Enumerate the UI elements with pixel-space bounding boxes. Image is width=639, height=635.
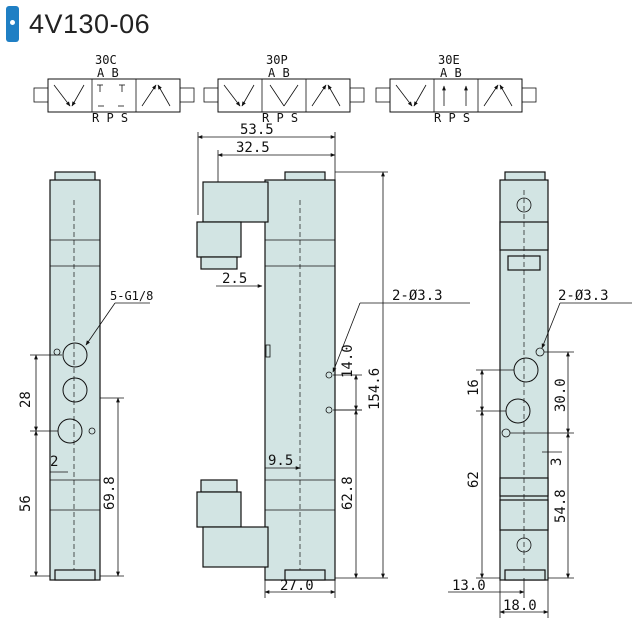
left-dim-69-8: 69.8 [102, 476, 118, 510]
left-dim-28: 28 [18, 391, 34, 408]
right-dim-3: 3 [549, 458, 565, 466]
mid-dim-2-5: 2.5 [222, 271, 247, 287]
right-hole-label: 2-Ø3.3 [558, 288, 609, 304]
left-dim-56: 56 [18, 495, 34, 512]
mid-dim-9-5: 9.5 [268, 453, 293, 469]
right-view: 2-Ø3.3 16 30.0 3 62 54.8 13.0 18.0 [448, 171, 632, 618]
left-view-body [49, 179, 101, 581]
title-accent-bar [6, 6, 19, 42]
symbol-30e-code: 30E [438, 53, 460, 67]
symbol-30c-valve-box [47, 78, 181, 113]
page-title: 4V130-06 [29, 8, 151, 39]
mid-solenoid-lower [202, 526, 269, 568]
mid-dim-154-6: 154.6 [367, 368, 383, 410]
symbol-30c-ports-top: A B [97, 66, 119, 80]
symbol-30c-code: 30C [95, 53, 117, 67]
right-dim-13-0: 13.0 [452, 578, 486, 594]
left-port-upper [62, 342, 88, 368]
symbol-30e: 30E A B R P S [375, 53, 537, 125]
left-port-label: 5-G1/8 [110, 289, 153, 303]
symbol-30p-ports-top: A B [268, 66, 290, 80]
symbol-30e-ports-top: A B [440, 66, 462, 80]
mid-dim-62-8: 62.8 [340, 476, 356, 510]
title-block: 4V130-06 [6, 6, 150, 42]
mid-dim-32-5: 32.5 [236, 140, 270, 156]
right-dim-30-0: 30.0 [553, 378, 569, 412]
symbol-30p-ports-bottom: R P S [262, 111, 298, 125]
right-dim-18-0: 18.0 [503, 598, 537, 614]
mid-dim-14-0: 14.0 [340, 344, 356, 378]
mid-hole-label: 2-Ø3.3 [392, 288, 443, 304]
symbol-30c-ports-bottom: R P S [92, 111, 128, 125]
symbol-30c: 30C A B R P S [33, 53, 195, 125]
symbol-30p-valve-box [217, 78, 351, 113]
middle-view: 53.5 32.5 2.5 2-Ø3.3 14.0 154 [196, 122, 470, 598]
mid-dim-27-0: 27.0 [280, 578, 314, 594]
right-screw-bottom [516, 537, 532, 553]
left-view: 5-G1/8 28 56 69.8 2 [18, 171, 153, 581]
symbol-30e-valve-box [389, 78, 523, 113]
symbol-30p: 30P A B R P S [203, 53, 365, 125]
left-dim-2: 2 [50, 454, 58, 470]
mid-dim-53-5: 53.5 [240, 122, 274, 138]
right-dim-54-8: 54.8 [553, 489, 569, 523]
symbol-30e-ports-bottom: R P S [434, 111, 470, 125]
right-dim-16: 16 [466, 379, 482, 396]
mid-solenoid-upper [202, 181, 269, 223]
symbol-30p-code: 30P [266, 53, 288, 67]
left-port-middle [62, 377, 88, 403]
right-screw-top [516, 197, 532, 213]
right-dim-62: 62 [466, 471, 482, 488]
